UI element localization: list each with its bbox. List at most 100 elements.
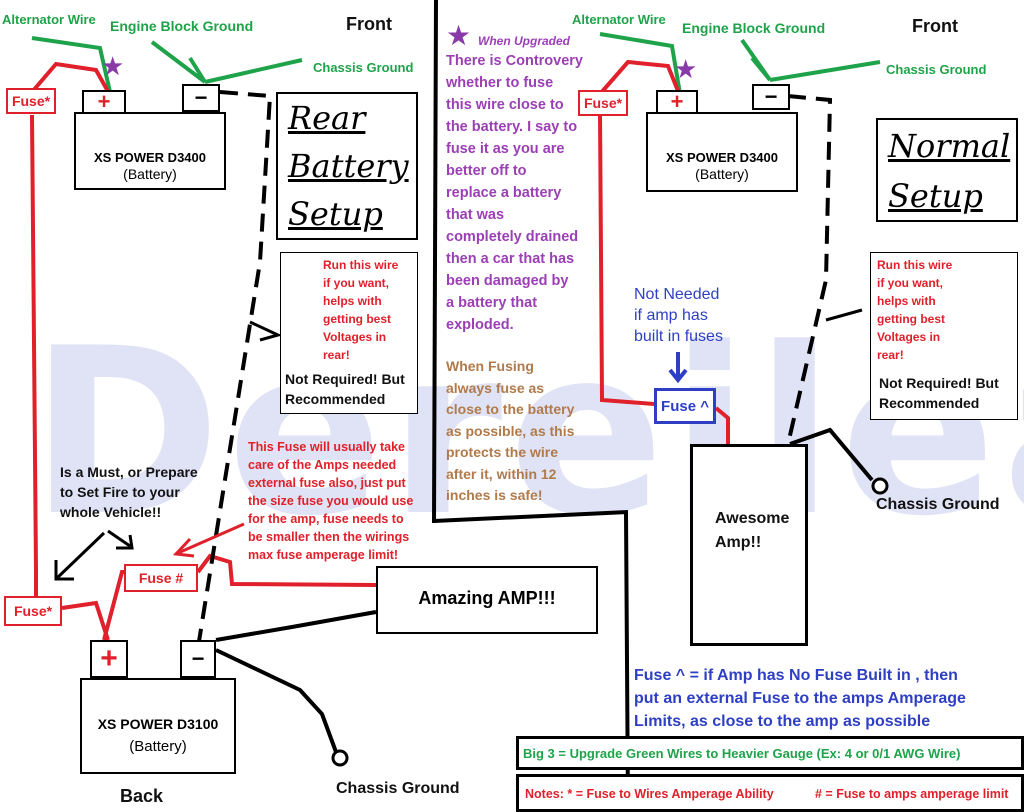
notes-star: Notes: * = Fuse to Wires Amperage Abilit… xyxy=(525,787,774,801)
arrow-must-left-head xyxy=(54,560,74,581)
right-alternator-wire-label: Alternator Wire xyxy=(572,12,666,27)
setup-line-battery: Battery xyxy=(288,147,409,185)
must-note: Is a Must, or Prepare to Set Fire to you… xyxy=(60,464,198,520)
left-alternator-green-wire xyxy=(31,36,112,93)
left-fuse-star-top-label: Fuse* xyxy=(11,93,51,109)
not-needed-note: Not Needed if amp has built in fuses xyxy=(634,286,723,345)
right-amp-ground-wire xyxy=(789,427,874,482)
right-front-label: Front xyxy=(912,16,958,36)
left-battery-bottom-name: XS POWER D3100 xyxy=(97,716,219,732)
arrow-right-dashed-wire xyxy=(825,308,863,322)
left-top-negative-terminal: − xyxy=(182,84,220,112)
big3-box: Big 3 = Upgrade Green Wires to Heavier G… xyxy=(516,736,1024,770)
left-ground-junction-green-wire xyxy=(188,56,207,84)
left-front-label: Front xyxy=(346,14,392,34)
left-fuse-hash-label: Fuse # xyxy=(138,570,184,586)
arrow-must-right-head xyxy=(116,534,134,550)
right-fuse-star-top-label: Fuse* xyxy=(583,95,623,111)
purple-star-icon: ★ xyxy=(101,51,125,81)
left-fuse-star-top: Fuse* xyxy=(6,88,56,114)
left-battery-top-name: XS POWER D3400 xyxy=(94,150,206,165)
purple-star-icon: ★ xyxy=(674,54,698,84)
right-fuse-star-top: Fuse* xyxy=(578,90,628,116)
right-long-red-wire xyxy=(598,111,655,406)
left-top-red-wire xyxy=(30,61,112,96)
right-ground-junction-green-wire xyxy=(750,56,772,82)
right-run-wire-note: Run this wire if you want, helps with ge… xyxy=(877,258,953,362)
watermark: Dereileak xyxy=(30,300,1024,567)
minus-icon: − xyxy=(764,84,778,109)
left-not-required-note: Not Required! But Recommended xyxy=(285,371,405,407)
normal-setup-box: Normal Setup xyxy=(876,118,1018,222)
divider-vertical xyxy=(432,0,438,524)
left-chassis-ground-green-wire xyxy=(204,58,303,84)
left-alternator-wire-label: Alternator Wire xyxy=(2,12,96,27)
right-chassis-ground-amp-label: Chassis Ground xyxy=(876,496,1000,513)
left-battery-bottom-sub: (Battery) xyxy=(129,738,187,755)
notes-hash: # = Fuse to amps amperage limit xyxy=(815,787,1009,801)
left-bottom-red-wire xyxy=(61,600,110,641)
left-engine-block-ground-label: Engine Block Ground xyxy=(110,18,254,34)
left-fuse-hash: Fuse # xyxy=(124,564,198,592)
right-positive-terminal: + xyxy=(656,90,698,114)
amazing-amp-box: Amazing AMP!!! xyxy=(376,566,598,634)
notes-box: Notes: * = Fuse to Wires Amperage Abilit… xyxy=(516,774,1024,812)
left-bottom-negative-terminal: − xyxy=(180,640,216,678)
back-label: Back xyxy=(120,786,164,806)
plus-icon: + xyxy=(97,89,111,114)
left-battery-top: XS POWER D3400 (Battery) xyxy=(74,112,226,190)
amazing-amp-label: Amazing AMP!!! xyxy=(418,588,556,608)
right-battery-sub: (Battery) xyxy=(695,166,749,182)
left-run-wire-note: Run this wire if you want, helps with ge… xyxy=(323,258,399,362)
left-fuse-hash-red-in xyxy=(102,570,124,641)
divider-horizontal xyxy=(433,510,629,523)
left-engine-ground-green-wire xyxy=(150,40,207,84)
left-top-positive-terminal: + xyxy=(82,90,126,114)
left-chassis-ground-top-label: Chassis Ground xyxy=(313,60,414,75)
fuse-amp-note: This Fuse will usually take care of the … xyxy=(248,440,414,562)
left-fuse-star-bottom: Fuse* xyxy=(4,596,62,626)
right-run-wire-note-box: Run this wire if you want, helps with ge… xyxy=(870,252,1018,420)
minus-icon: − xyxy=(194,85,208,110)
setup-line-setup: Setup xyxy=(288,195,383,233)
right-not-required-note: Not Required! But Recommended xyxy=(879,375,999,411)
arrow-fuse-note xyxy=(177,522,245,555)
left-fuse-hash-red-out xyxy=(196,553,377,587)
right-alternator-green-wire xyxy=(599,32,682,95)
arrow-not-needed-head xyxy=(668,368,688,384)
left-battery-top-sub: (Battery) xyxy=(123,166,177,182)
fusing-note: When Fusing always fuse as close to the … xyxy=(446,358,575,503)
minus-icon: − xyxy=(191,646,205,671)
purple-star-icon: ★ xyxy=(446,20,472,51)
arrow-must-right xyxy=(107,529,131,548)
left-chassis-ground-wire xyxy=(215,648,338,753)
left-battery-bottom: XS POWER D3100 (Battery) xyxy=(80,678,236,774)
left-chassis-ground-terminal xyxy=(331,749,349,767)
left-amp-ground-wire xyxy=(215,610,377,642)
setup-line-rear: Rear xyxy=(288,99,366,137)
setup-line-setup-right: Setup xyxy=(888,177,983,215)
plus-icon: + xyxy=(670,89,684,114)
right-battery-name: XS POWER D3400 xyxy=(666,150,778,165)
right-battery: XS POWER D3400 (Battery) xyxy=(646,112,798,192)
left-run-wire-note-box: Run this wire if you want, helps with ge… xyxy=(280,252,418,414)
awesome-amp-box: Awesome Amp!! xyxy=(690,444,808,646)
right-chassis-ground-terminal xyxy=(871,477,889,495)
controversy-note: There is Controvery whether to fuse this… xyxy=(446,53,583,333)
right-engine-block-ground-label: Engine Block Ground xyxy=(682,20,826,36)
right-fuse-caret-label: Fuse ^ xyxy=(661,397,709,415)
fuse-caret-note: Fuse ^ = if Amp has No Fuse Built in , t… xyxy=(634,667,966,730)
arrow-fuse-note-head xyxy=(172,537,195,558)
left-fuse-star-bottom-label: Fuse* xyxy=(13,603,53,619)
plus-icon: + xyxy=(100,642,118,675)
arrow-must-left xyxy=(54,531,106,581)
right-chassis-ground-top-label: Chassis Ground xyxy=(886,62,987,77)
awesome-amp-label: Awesome Amp!! xyxy=(715,510,790,551)
arrow-to-dashed-wire xyxy=(249,320,283,342)
right-fuse-caret-red-out xyxy=(714,406,730,446)
right-negative-terminal: − xyxy=(752,84,790,110)
big3-note: Big 3 = Upgrade Green Wires to Heavier G… xyxy=(523,746,961,761)
when-upgraded-label: When Upgraded xyxy=(478,34,570,48)
